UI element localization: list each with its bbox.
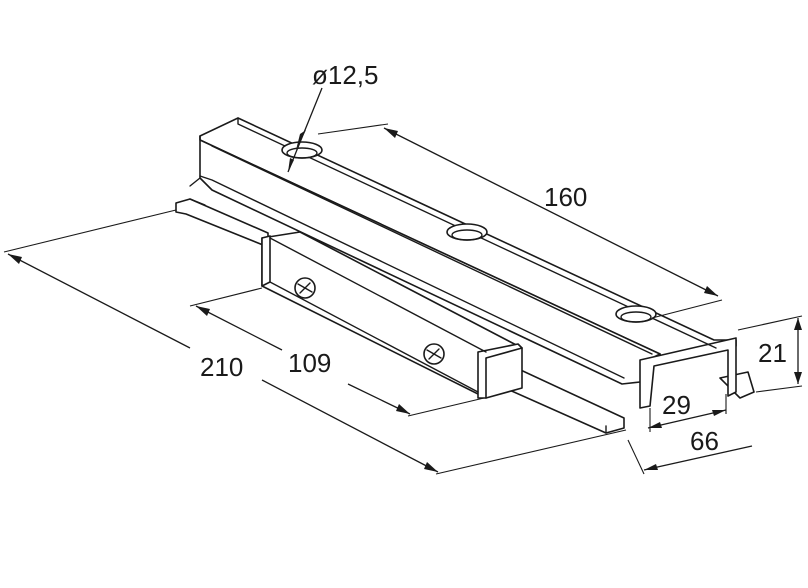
label-slider-length: 109 [288, 348, 331, 378]
label-channel-length: 160 [544, 182, 587, 212]
label-overall-length: 210 [200, 352, 243, 382]
dim-slider-length: 109 [189, 287, 485, 417]
label-inner-width: 29 [662, 390, 691, 420]
label-hole-diameter: ø12,5 [312, 60, 379, 90]
dim-height: 21 [737, 315, 803, 393]
bracket-part [175, 117, 755, 434]
dim-hole-diameter: ø12,5 [287, 60, 379, 173]
label-outer-width: 66 [690, 426, 719, 456]
channel-body [189, 117, 737, 409]
dim-channel-length: 160 [317, 123, 723, 319]
dim-outer-width: 66 [627, 426, 753, 475]
label-height: 21 [758, 338, 787, 368]
slider-block [261, 231, 523, 399]
dim-overall-length: 210 [3, 209, 627, 475]
dim-inner-width: 29 [647, 390, 727, 432]
dimension-annotations: ø12,5 160 210 1 [3, 60, 803, 475]
